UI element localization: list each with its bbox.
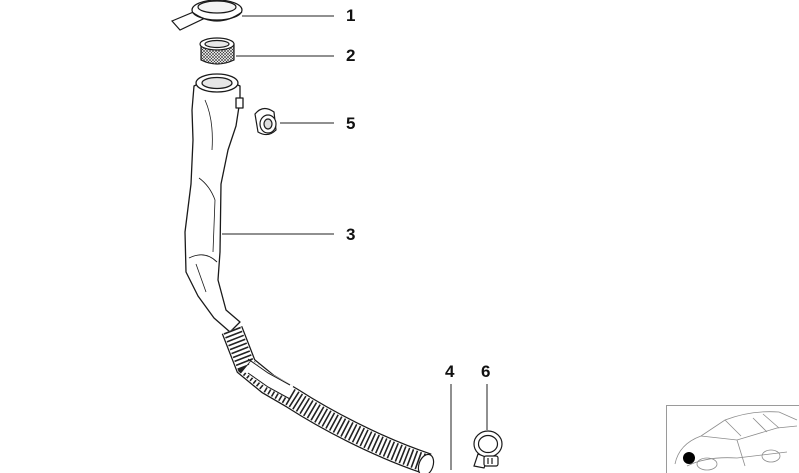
callout-5: 5 — [346, 114, 356, 133]
callout-1: 1 — [346, 6, 356, 25]
callout-3: 3 — [346, 225, 356, 244]
callout-4: 4 — [445, 362, 455, 381]
location-marker-icon — [683, 452, 695, 464]
car-thumbnail-icon — [674, 411, 798, 471]
callout-2: 2 — [346, 46, 356, 65]
filler-neck-icon — [184, 73, 244, 333]
hose-clamp-icon — [473, 430, 503, 469]
callout-6: 6 — [481, 362, 491, 381]
strainer-icon — [199, 37, 235, 65]
grommet-icon — [254, 107, 277, 136]
leader-lines — [222, 15, 488, 470]
corrugated-hose-icon — [221, 326, 435, 473]
vehicle-location-thumbnail — [666, 405, 799, 473]
cap-icon — [170, 0, 243, 31]
